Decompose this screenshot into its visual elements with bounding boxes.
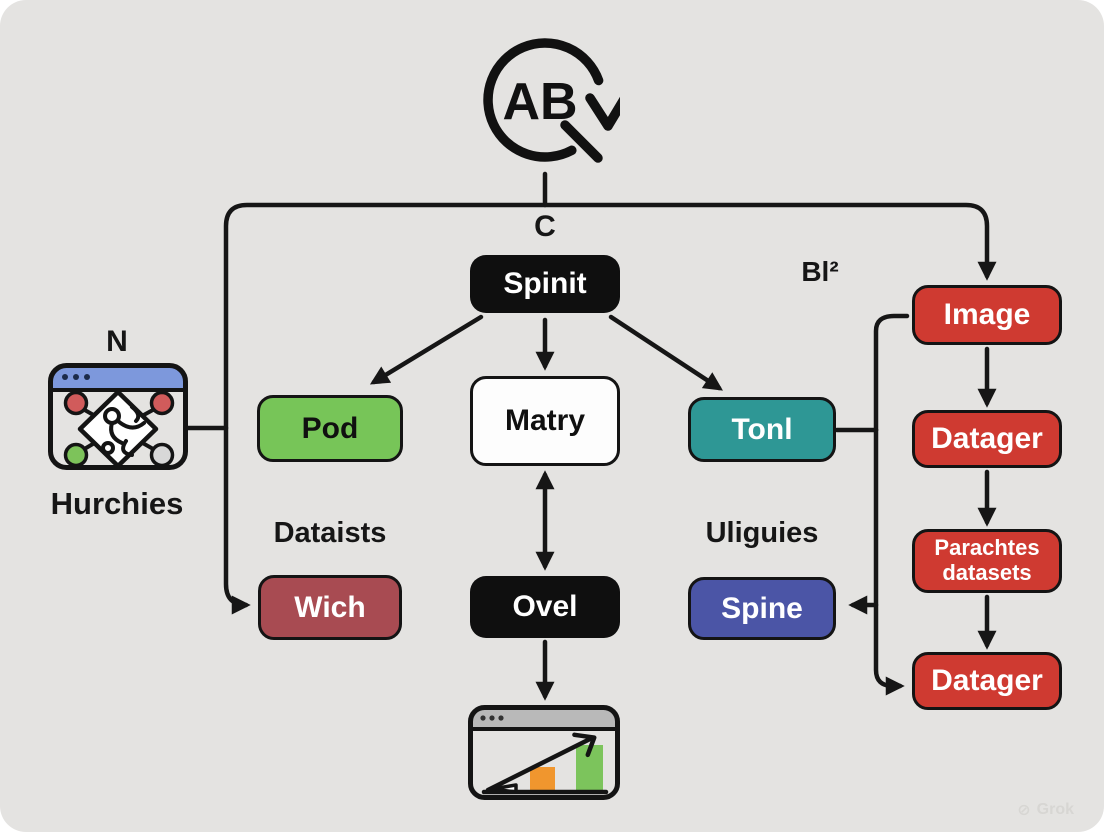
node-parachtes-line2: datasets: [942, 560, 1032, 585]
grok-logo-icon: ⊘: [1017, 802, 1031, 819]
node-spine: Spine: [688, 577, 836, 640]
node-dot-gray-br: [149, 442, 175, 468]
node-dot-red-tl: [63, 390, 89, 416]
label-c: C: [534, 210, 556, 243]
node-pod: Pod: [257, 395, 403, 462]
label-hurchies: Hurchies: [50, 486, 184, 521]
cycle-tail-icon: [560, 120, 603, 163]
node-datager-bottom-label: Datager: [931, 664, 1043, 697]
node-ovel: Ovel: [470, 576, 620, 638]
node-wich-label: Wich: [294, 590, 366, 624]
growth-chart-window-icon: [468, 705, 620, 800]
node-dot-green-bl: [63, 442, 89, 468]
node-image-label: Image: [943, 298, 1031, 331]
logo-text: AB: [502, 73, 577, 131]
label-uliguies: Uliguies: [705, 517, 819, 549]
node-matry: Matry: [470, 376, 620, 466]
node-parachtes-datasets: Parachtes datasets: [912, 529, 1062, 593]
node-parachtes-line1: Parachtes: [934, 535, 1040, 561]
node-wich: Wich: [258, 575, 402, 640]
node-tonl-label: Tonl: [731, 412, 793, 446]
label-dataists: Dataists: [273, 517, 387, 549]
node-spine-label: Spine: [721, 591, 803, 625]
node-spinit-label: Spinit: [503, 267, 587, 300]
node-spinit: Spinit: [470, 255, 620, 313]
label-bl2: Bl²: [801, 256, 839, 287]
label-n: N: [106, 325, 128, 358]
ab-cycle-logo: AB: [483, 38, 620, 163]
orange-bar: [530, 767, 555, 792]
node-ovel-label: Ovel: [512, 590, 578, 623]
node-pod-label: Pod: [301, 411, 359, 445]
node-dot-red-tr: [149, 390, 175, 416]
grok-watermark-text: Grok: [1036, 801, 1074, 818]
node-datager-top-label: Datager: [931, 422, 1043, 455]
grok-watermark: ⊘ Grok: [1017, 800, 1074, 820]
node-datager-top: Datager: [912, 410, 1062, 468]
node-image: Image: [912, 285, 1062, 345]
node-tonl: Tonl: [688, 397, 836, 462]
node-matry-label: Matry: [504, 404, 586, 437]
diagram-window-icon: [48, 363, 188, 470]
trend-arrow-icon: [485, 736, 593, 793]
node-datager-bottom: Datager: [912, 652, 1062, 710]
cycle-arrowhead-icon: [585, 93, 620, 131]
